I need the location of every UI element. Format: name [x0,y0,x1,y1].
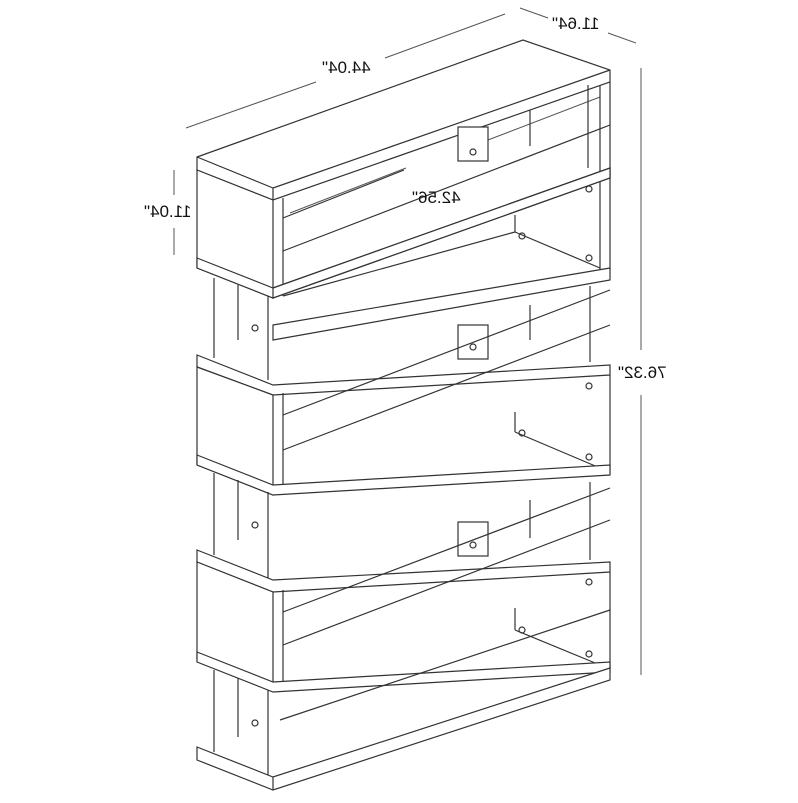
shelf-tier-2 [196,267,611,496]
dimension-depth: 11.64" [552,14,600,33]
dimension-overall-width: 44.04" [322,58,371,77]
shelf-tier-3 [196,473,611,693]
dimension-tier-height: 11.04" [144,202,192,221]
dimension-overall-height: 76.32" [618,363,667,382]
shelf-tier-bottom [196,609,611,791]
shelf-tier-1 [196,39,611,299]
dimension-lines [173,7,642,675]
dimension-inner-width: 42.56" [412,188,461,207]
